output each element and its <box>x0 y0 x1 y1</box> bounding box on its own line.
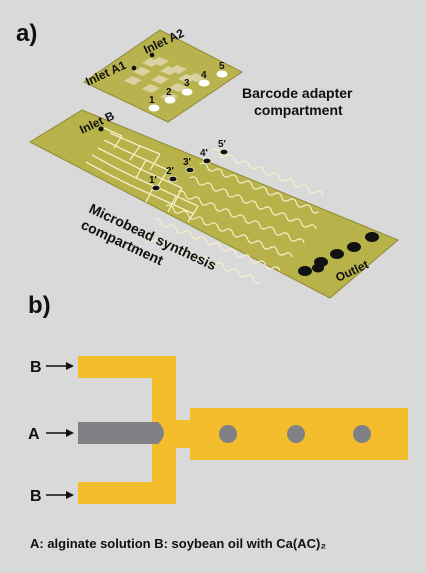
barcode-chip-plate <box>83 29 243 123</box>
alginate-droplet <box>287 425 305 443</box>
bottom-port-3: 3' <box>183 157 191 168</box>
alginate-inlet-stream <box>78 422 164 444</box>
droplet-generator <box>78 356 408 504</box>
alginate-droplet <box>219 425 237 443</box>
bottom-port-5: 5' <box>218 139 226 150</box>
top-port-1: 1 <box>149 95 155 106</box>
flow-arrows <box>46 362 74 499</box>
arrow-b-top-label: B <box>30 359 42 376</box>
panel-a-label: a) <box>16 20 38 47</box>
top-port-4: 4 <box>201 70 207 81</box>
top-port-3: 3 <box>184 78 190 89</box>
inlet-a2-port <box>149 52 155 58</box>
panel-b-caption: A: alginate solution B: soybean oil with… <box>30 536 327 551</box>
barcode-label-line2: compartment <box>254 102 343 118</box>
top-port-5: 5 <box>219 61 225 72</box>
panel-b-label: b) <box>28 292 51 319</box>
top-port-2: 2 <box>166 87 172 98</box>
outlet-ports <box>298 232 379 276</box>
branch-network <box>85 127 199 223</box>
bottom-ports <box>151 148 229 192</box>
inlet-b-port <box>98 126 104 132</box>
arrow-b-bottom-label: B <box>30 488 42 505</box>
barcode-label-line1: Barcode adapter <box>242 85 353 101</box>
bottom-port-1: 1' <box>149 175 157 186</box>
bottom-port-2: 2' <box>166 166 174 177</box>
inlet-a1-port <box>131 65 137 71</box>
alginate-droplet <box>353 425 371 443</box>
bottom-port-4: 4' <box>200 148 208 159</box>
arrow-a-label: A <box>28 426 40 443</box>
serpentine-channels <box>141 148 324 284</box>
top-ports <box>148 70 228 112</box>
